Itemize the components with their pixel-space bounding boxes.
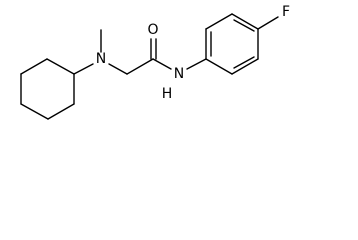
bond-benzene-3 (231, 13, 259, 30)
bond-cyclohexane-1 (46, 58, 75, 75)
atom-n-amine: N (96, 51, 106, 67)
bond-n-ch2 (108, 63, 128, 75)
bonds (20, 13, 279, 120)
chemical-structure-diagram: N N H O F (20, 4, 290, 120)
atom-f: F (282, 4, 290, 20)
bond-cyclohexane-4 (20, 103, 49, 120)
bond-ch2-carbonyl (126, 58, 154, 75)
atom-o: O (147, 22, 158, 38)
bond-cyclohexane-3 (47, 103, 75, 120)
bond-cyclohexyl-n (73, 63, 94, 75)
bond-carbonyl-nh (152, 58, 172, 70)
bond-benzene-inner-2 (233, 19, 255, 32)
bond-benzene-2 (205, 13, 233, 30)
atom-n-amide: N (174, 66, 184, 82)
molecule-canvas: N N H O F (20, 4, 290, 120)
bond-benzene-f (257, 16, 279, 30)
bond-benzene-5 (231, 58, 259, 75)
bond-nh-phenyl (186, 58, 207, 70)
bond-benzene-inner-3 (233, 56, 255, 69)
bond-benzene-6 (205, 58, 233, 75)
atom-h-amide: H (162, 86, 173, 102)
bond-cyclohexane-6 (20, 58, 48, 75)
